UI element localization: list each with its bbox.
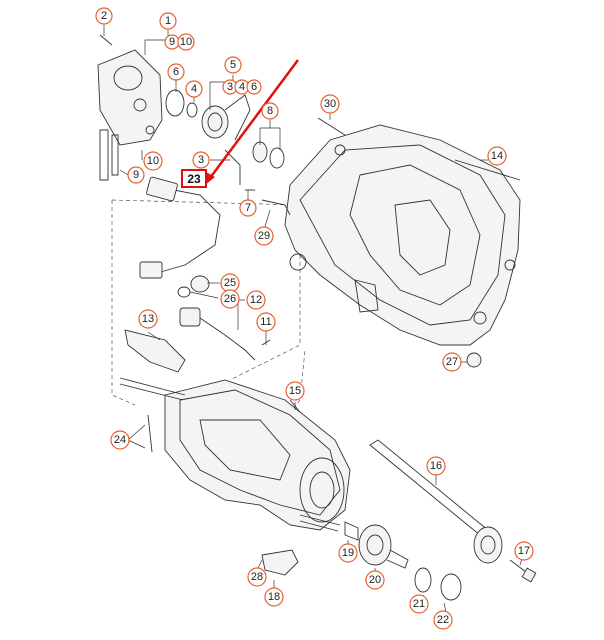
callout-11: 11 [256, 312, 276, 332]
callout-8: 8 [261, 102, 279, 120]
callout-17-text: 17 [518, 545, 530, 557]
callout-1: 1 [159, 12, 177, 30]
callout-16: 16 [426, 456, 446, 476]
callout-18: 18 [264, 587, 284, 607]
callout-14: 14 [487, 146, 507, 166]
control-module [97, 49, 163, 181]
bearing-seal-group [165, 89, 285, 169]
callout-26: 26 [220, 289, 240, 309]
callout-16-text: 16 [430, 460, 442, 472]
callout-21-text: 21 [413, 598, 425, 610]
callout-20: 20 [365, 570, 385, 590]
callout-10-left: 10 [143, 151, 163, 171]
callout-22: 22 [433, 610, 453, 630]
callout-9-left-text: 9 [133, 169, 139, 181]
callout-26-text: 26 [224, 293, 236, 305]
callout-28-text: 28 [251, 571, 263, 583]
bolt-17 [509, 559, 537, 583]
callout-4-left-text: 4 [191, 83, 197, 95]
gear-20 [358, 524, 409, 569]
callout-6-top-text: 6 [251, 81, 257, 93]
callout-20-text: 20 [369, 574, 381, 586]
callout-7: 7 [239, 199, 257, 217]
sensor-13 [124, 329, 186, 373]
callout-27-text: 27 [446, 356, 458, 368]
callout-4-top-text: 4 [239, 81, 245, 93]
callout-2: 2 [95, 7, 113, 25]
cover-18 [261, 549, 299, 576]
callout-22-text: 22 [437, 614, 449, 626]
callout-18-text: 18 [268, 591, 280, 603]
callout-6-left-text: 6 [173, 66, 179, 78]
callout-25-text: 25 [224, 277, 236, 289]
callout-15-text: 15 [289, 385, 301, 397]
callout-27: 27 [442, 352, 462, 372]
callout-11-text: 11 [260, 316, 271, 328]
callout-17: 17 [514, 541, 534, 561]
callout-9-left: 9 [127, 166, 145, 184]
long-shaft [369, 439, 503, 564]
callout-3-top-text: 3 [227, 81, 233, 93]
callout-25: 25 [220, 273, 240, 293]
callout-30: 30 [320, 94, 340, 114]
seal-rings [414, 567, 462, 601]
callout-10-left-text: 10 [147, 155, 159, 167]
callout-19: 19 [338, 543, 358, 563]
callout-7-text: 7 [245, 202, 251, 214]
highlight-label-23: 23 [181, 169, 207, 188]
callout-12: 12 [246, 290, 266, 310]
callout-21: 21 [409, 594, 429, 614]
wiring-harness [139, 149, 241, 279]
callout-29: 29 [254, 226, 274, 246]
callout-13: 13 [138, 309, 158, 329]
small-parts [99, 34, 521, 541]
callout-1-text: 1 [165, 15, 171, 27]
input-shaft [119, 377, 341, 532]
callout-13-text: 13 [142, 313, 154, 325]
callout-8-text: 8 [267, 105, 273, 117]
callout-9-top: 9 [164, 34, 180, 50]
callout-14-text: 14 [491, 150, 503, 162]
callout-19-text: 19 [342, 547, 354, 559]
callout-6-left: 6 [167, 63, 185, 81]
callout-24-text: 24 [114, 434, 126, 446]
callout-12-text: 12 [250, 294, 262, 306]
callout-5-text: 5 [230, 59, 236, 71]
callout-10-top: 10 [177, 33, 195, 51]
callout-5: 5 [224, 56, 242, 74]
callout-24: 24 [110, 430, 130, 450]
callout-29-text: 29 [258, 230, 270, 242]
callout-3-mid-text: 3 [198, 154, 204, 166]
callout-4-left: 4 [185, 80, 203, 98]
callout-10-top-text: 10 [180, 36, 192, 48]
callout-6-top: 6 [246, 79, 262, 95]
highlight-label-text: 23 [187, 172, 201, 186]
callout-28: 28 [247, 567, 267, 587]
transmission-housing [284, 124, 521, 346]
sensor-group-12 [177, 275, 256, 361]
callout-3-mid: 3 [192, 151, 210, 169]
callout-15: 15 [285, 381, 305, 401]
lower-transmission-case [164, 379, 351, 531]
callout-9-top-text: 9 [169, 36, 175, 48]
callout-2-text: 2 [101, 10, 107, 22]
callout-30-text: 30 [324, 98, 336, 110]
